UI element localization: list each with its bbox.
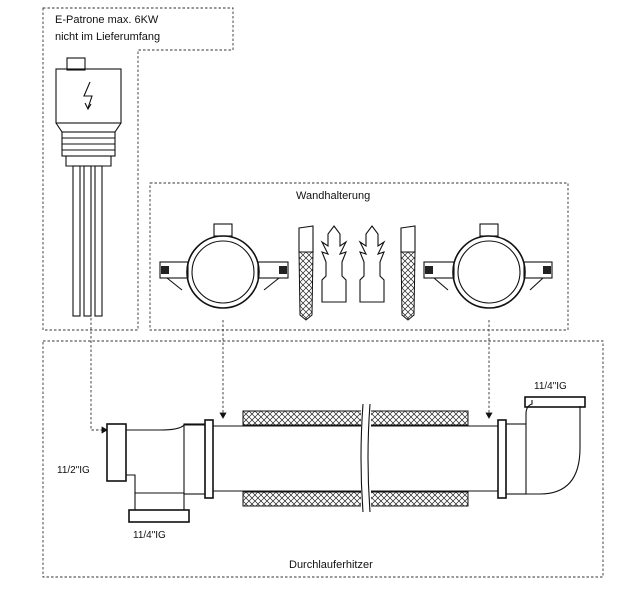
inlet-left-label: 11/2"IG [57,465,90,476]
flow-heater-label: Durchlauferhitzer [289,559,373,571]
outlet-top-label: 11/4"IG [534,381,567,392]
flow-heater-dashed-box [42,340,604,578]
wall-mount-dashed-box [149,182,569,331]
insulation-bottom [242,491,469,507]
pipe-clamp-right [423,223,553,309]
flow-heater-group: Durchlauferhitzer [42,340,604,578]
outlet-socket-bottom [128,493,190,523]
heater-cap [66,57,86,71]
screw-right [400,225,416,321]
heater-dashed-leader [90,318,108,434]
insulation-top [242,410,469,426]
heater-label-line2: nicht im Lieferumfang [55,31,160,43]
pipe-clamp-left [159,223,289,309]
heater-cartridge-group: E-Patrone max. 6KW nicht im Lieferumfang [42,7,234,434]
lightning-bolt-icon [83,81,93,111]
heater-thread [61,131,116,157]
wall-mount-label: Wandhalterung [296,190,370,202]
main-tube [204,403,507,513]
heater-housing [55,68,122,124]
elbow-outlet-right [505,396,586,495]
inlet-socket-left [106,423,206,495]
heater-neck [55,122,122,133]
wall-mount-group: Wandhalterung [149,182,569,419]
wall-plug-right [358,225,386,303]
wall-plug-left [320,225,348,303]
heater-label-line1: E-Patrone max. 6KW [55,14,159,26]
screw-left [298,225,314,321]
heater-nut-bottom [65,155,112,167]
heater-rods [72,165,103,317]
outlet-bottom-label: 11/4"IG [133,530,166,541]
tube-break [361,404,371,512]
heater-dashed-box [42,7,234,331]
